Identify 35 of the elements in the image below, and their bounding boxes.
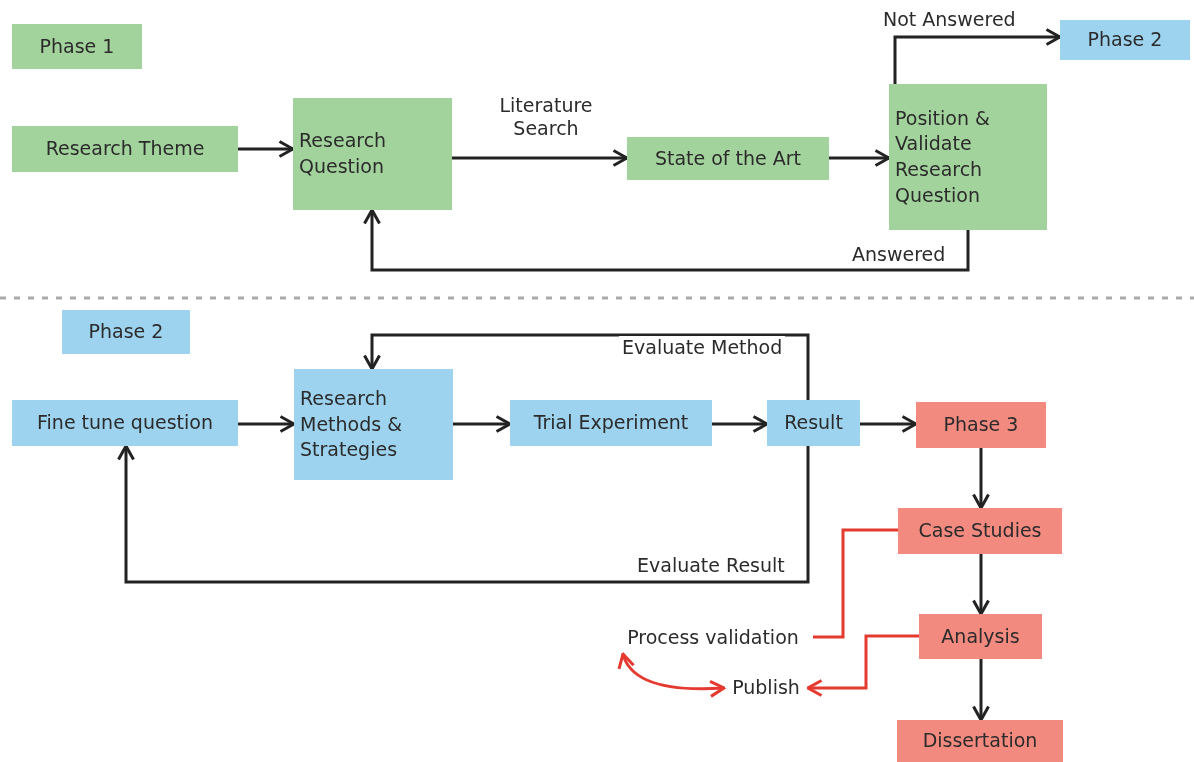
step-text: Process validation <box>613 622 813 654</box>
process-box: State of the Art <box>627 137 829 180</box>
edge-label: Literature Search <box>498 94 594 140</box>
arrow <box>453 415 512 433</box>
arrow <box>363 208 970 272</box>
process-box: Result <box>767 400 860 446</box>
process-box: Phase 2 <box>62 310 190 354</box>
process-box: Dissertation <box>897 720 1063 762</box>
arrow <box>363 333 810 400</box>
process-box: Phase 1 <box>12 24 142 69</box>
process-box: Case Studies <box>898 508 1062 554</box>
process-box: Research Methods & Strategies <box>294 369 453 480</box>
arrow <box>238 415 296 433</box>
arrow <box>452 149 629 167</box>
arrow <box>972 448 990 510</box>
process-box: Trial Experiment <box>510 400 712 446</box>
process-box: Phase 3 <box>916 402 1046 448</box>
connector-line <box>813 528 898 639</box>
arrow <box>972 554 990 616</box>
arrow <box>829 149 891 167</box>
arrow <box>238 140 295 158</box>
process-box: Research Theme <box>12 126 238 172</box>
process-box: Research Question <box>293 98 452 210</box>
process-box: Position & Validate Research Question <box>889 84 1047 230</box>
arrow <box>806 634 919 697</box>
arrow <box>712 415 769 433</box>
process-box: Phase 2 <box>1060 20 1190 60</box>
double-arrow <box>618 652 726 698</box>
process-box: Analysis <box>919 614 1042 659</box>
arrow <box>893 28 1062 84</box>
step-text: Publish <box>724 672 808 704</box>
process-box: Fine tune question <box>12 400 238 446</box>
arrow <box>972 659 990 722</box>
arrow <box>117 444 810 584</box>
arrow <box>860 415 918 433</box>
